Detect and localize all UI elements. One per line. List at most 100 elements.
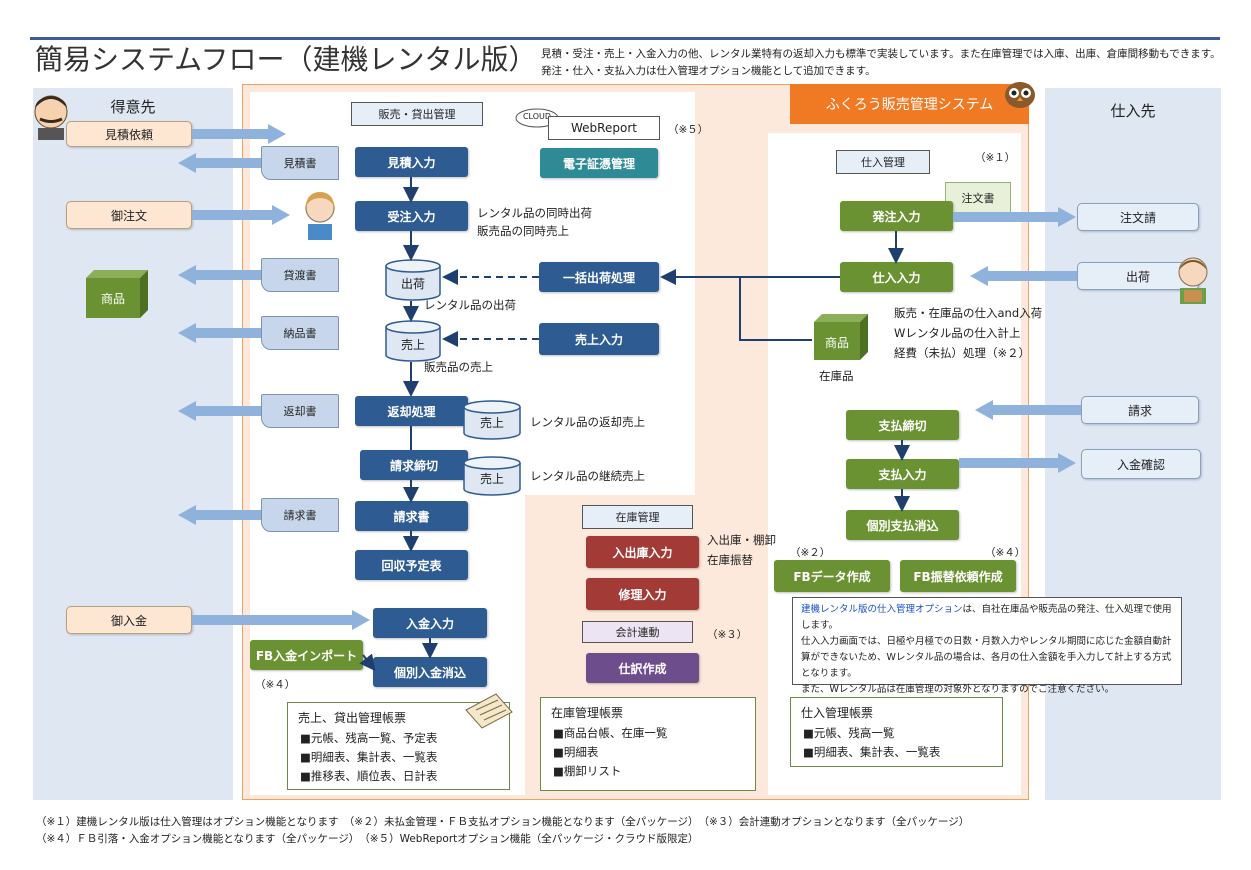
purchase-ledger-item: ■元帳、残高一覧 [803, 726, 895, 740]
purchase-note-1: （※１） [975, 152, 1016, 164]
vendor-man-icon [1178, 257, 1208, 304]
vendor-payment-check: 入金確認 [1081, 449, 1201, 479]
sales-ledger-box: 売上、貸出管理帳票 ■元帳、残高一覧、予定表 ■明細表、集計表、一覧表 ■推移表… [287, 702, 510, 790]
webreport-note: （※５） [668, 124, 709, 136]
customer-woman-icon [305, 192, 335, 240]
billing-close-button[interactable]: 請求締切 [360, 450, 468, 480]
clipboard-icon [465, 693, 513, 729]
page-title: 簡易システムフロー（建機レンタル版） [35, 43, 537, 76]
arrow-return-out [178, 401, 261, 421]
purchase-note-line1: 販売・在庫品の仕入and入荷 [894, 306, 1043, 320]
arrow-order-in [192, 205, 290, 225]
stock-box-label: 商品 [824, 336, 849, 350]
vendor-shipment: 出荷 [1077, 262, 1199, 290]
collection-schedule-button[interactable]: 回収予定表 [355, 550, 468, 580]
customer-quote-request: 見積依頼 [66, 121, 192, 147]
return-process-button[interactable]: 返却処理 [355, 396, 468, 426]
arrow-invoice-out [178, 505, 261, 525]
arrow-payment-in [192, 610, 370, 630]
pay-close-button[interactable]: 支払締切 [846, 410, 959, 440]
vendor-order-ack: 注文請 [1077, 203, 1199, 231]
doc-product-note: 納品書 [261, 316, 339, 350]
pay-match-button[interactable]: 個別支払消込 [846, 510, 959, 540]
arrow-quote-request [192, 124, 286, 144]
system-title: ふくろう販売管理システム [825, 97, 994, 113]
arrow-invoice-in [975, 400, 1081, 420]
purchase-ledger-box: 仕入管理帳票 ■元帳、残高一覧 ■明細表、集計表、一覧表 [790, 697, 1003, 767]
purchase-note-line2: Wレンタル品の仕入計上 [894, 326, 1021, 340]
purchase-note-highlight: 建機レンタル版の仕入管理オプション [801, 604, 963, 615]
order-note-1: レンタル品の同時出荷 [477, 206, 592, 220]
sale-sales-note: 販売品の売上 [424, 360, 493, 374]
journal-create-button[interactable]: 仕訳作成 [586, 653, 699, 683]
section-accounting: 会計連動 [582, 621, 693, 643]
inventory-ledger-item: ■商品台帳、在庫一覧 [553, 726, 668, 740]
return-sales-db-icon [463, 400, 521, 440]
arrow-po-out [953, 207, 1076, 227]
continue-sales-db-icon [463, 456, 521, 496]
payment-entry-button[interactable]: 入金入力 [373, 608, 487, 638]
payment-match-button[interactable]: 個別入金消込 [373, 657, 487, 687]
fb-transfer-button[interactable]: FB振替依頼作成 [900, 560, 1016, 592]
purchase-note-line3: 経費（未払）処理（※２） [894, 346, 1031, 360]
doc-invoice: 請求書 [261, 498, 339, 532]
rental-ship-note: レンタル品の出荷 [424, 298, 516, 312]
arrow-shipment-in [970, 266, 1077, 286]
title-rule [30, 37, 1220, 40]
po-entry-button[interactable]: 発注入力 [840, 201, 953, 231]
e-voucher-button[interactable]: 電子証憑管理 [540, 148, 658, 178]
order-entry-button[interactable]: 受注入力 [355, 201, 468, 231]
purchase-note-line2: 仕入入力画面では、日極や月極での日数・月数入力やレンタル期間に応じた金額自動計算… [801, 636, 1172, 679]
customer-order: 御注文 [66, 201, 192, 229]
inventory-ledger-box: 在庫管理帳票 ■商品台帳、在庫一覧 ■明細表 ■棚卸リスト [540, 697, 756, 791]
purchase-option-note: 建機レンタル版の仕入管理オプションは、自社在庫品や販売品の発注、仕入処理で使用し… [792, 597, 1182, 695]
stock-box-icon [814, 314, 868, 360]
pay-entry-button[interactable]: 支払入力 [846, 459, 959, 489]
product-box-icon [86, 270, 148, 318]
fb-data-button[interactable]: FBデータ作成 [774, 560, 890, 592]
purchase-ledger-item: ■明細表、集計表、一覧表 [803, 745, 941, 759]
estimate-entry-button[interactable]: 見積入力 [355, 147, 468, 177]
sales-ledger-title: 売上、貸出管理帳票 [298, 711, 407, 725]
ship-db-label: 出荷 [400, 277, 425, 291]
fb-transfer-note: （※４） [985, 547, 1026, 559]
accounting-note: （※３） [707, 629, 748, 641]
fb-import-button[interactable]: FB入金インポート [250, 640, 363, 670]
webreport-box[interactable]: WebReport [548, 116, 660, 140]
repair-entry-button[interactable]: 修理入力 [586, 578, 699, 610]
sales-ledger-item: ■明細表、集計表、一覧表 [300, 750, 438, 764]
doc-return-note: 返却書 [261, 394, 339, 428]
sales-entry-button[interactable]: 売上入力 [539, 323, 659, 355]
system-title-bar: ふくろう販売管理システム [790, 84, 1029, 124]
invoice-button[interactable]: 請求書 [355, 501, 468, 531]
vendor-invoice: 請求 [1081, 396, 1199, 424]
section-purchase: 仕入管理 [836, 150, 930, 174]
stock-item-label: 在庫品 [819, 369, 854, 383]
purchase-entry-button[interactable]: 仕入入力 [840, 262, 953, 292]
inventory-ledger-item: ■明細表 [553, 745, 599, 759]
inventory-ledger-item: ■棚卸リスト [553, 764, 622, 778]
sales-ledger-item: ■元帳、残高一覧、予定表 [300, 731, 438, 745]
customer-man-icon [34, 95, 68, 140]
inout-entry-button[interactable]: 入出庫入力 [586, 536, 699, 568]
rental-continue-note: レンタル品の継続売上 [530, 469, 645, 483]
purchase-ledger-title: 仕入管理帳票 [801, 706, 874, 720]
page-description: 見積・受注・売上・入金入力の他、レンタル業特有の返却入力も標準で実装しています。… [541, 48, 1221, 77]
doc-delivery-note: 貸渡書 [261, 258, 339, 292]
vendor-column-title: 仕入先 [1110, 102, 1156, 120]
inventory-note-1: 入出庫・棚卸 [707, 533, 776, 547]
purchase-note-line3: また、Wレンタル品は在庫管理の対象外となりますのでご注意ください。 [801, 684, 1115, 695]
footnote-line2: （※４）ＦＢ引落・入金オプション機能となります（全パッケージ） （※５）WebR… [36, 833, 699, 845]
arrow-product-out [178, 323, 261, 343]
arrow-pay-out [959, 453, 1076, 473]
return-sales-db-label: 売上 [479, 416, 504, 430]
arrow-quote-out [178, 153, 261, 173]
batch-ship-button[interactable]: 一括出荷処理 [539, 262, 659, 292]
inventory-ledger-title: 在庫管理帳票 [551, 706, 624, 720]
sales-db-label: 売上 [400, 338, 425, 352]
customer-column-title: 得意先 [110, 98, 156, 116]
section-sales: 販売・貸出管理 [351, 102, 483, 126]
ship-db-icon [385, 259, 441, 301]
cloud-label: CLOUD [522, 112, 552, 121]
